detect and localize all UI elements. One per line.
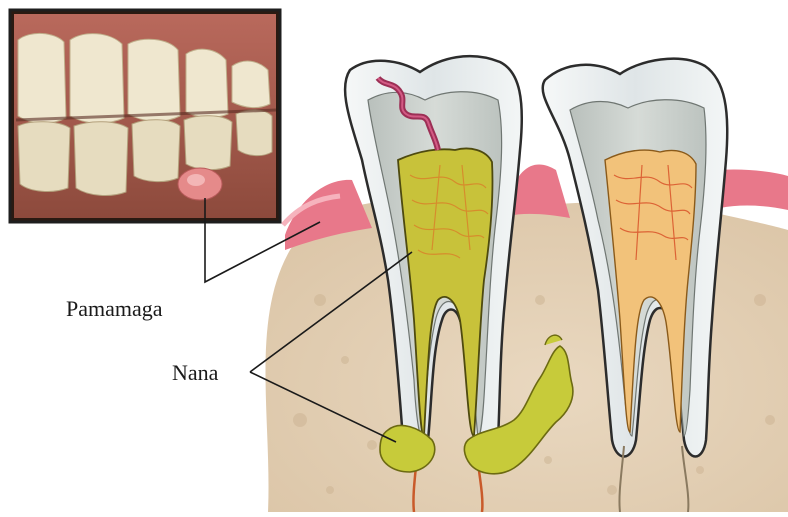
label-swelling: Pamamaga: [66, 296, 163, 322]
label-pus: Nana: [172, 360, 218, 386]
photo-inset: [10, 10, 280, 222]
